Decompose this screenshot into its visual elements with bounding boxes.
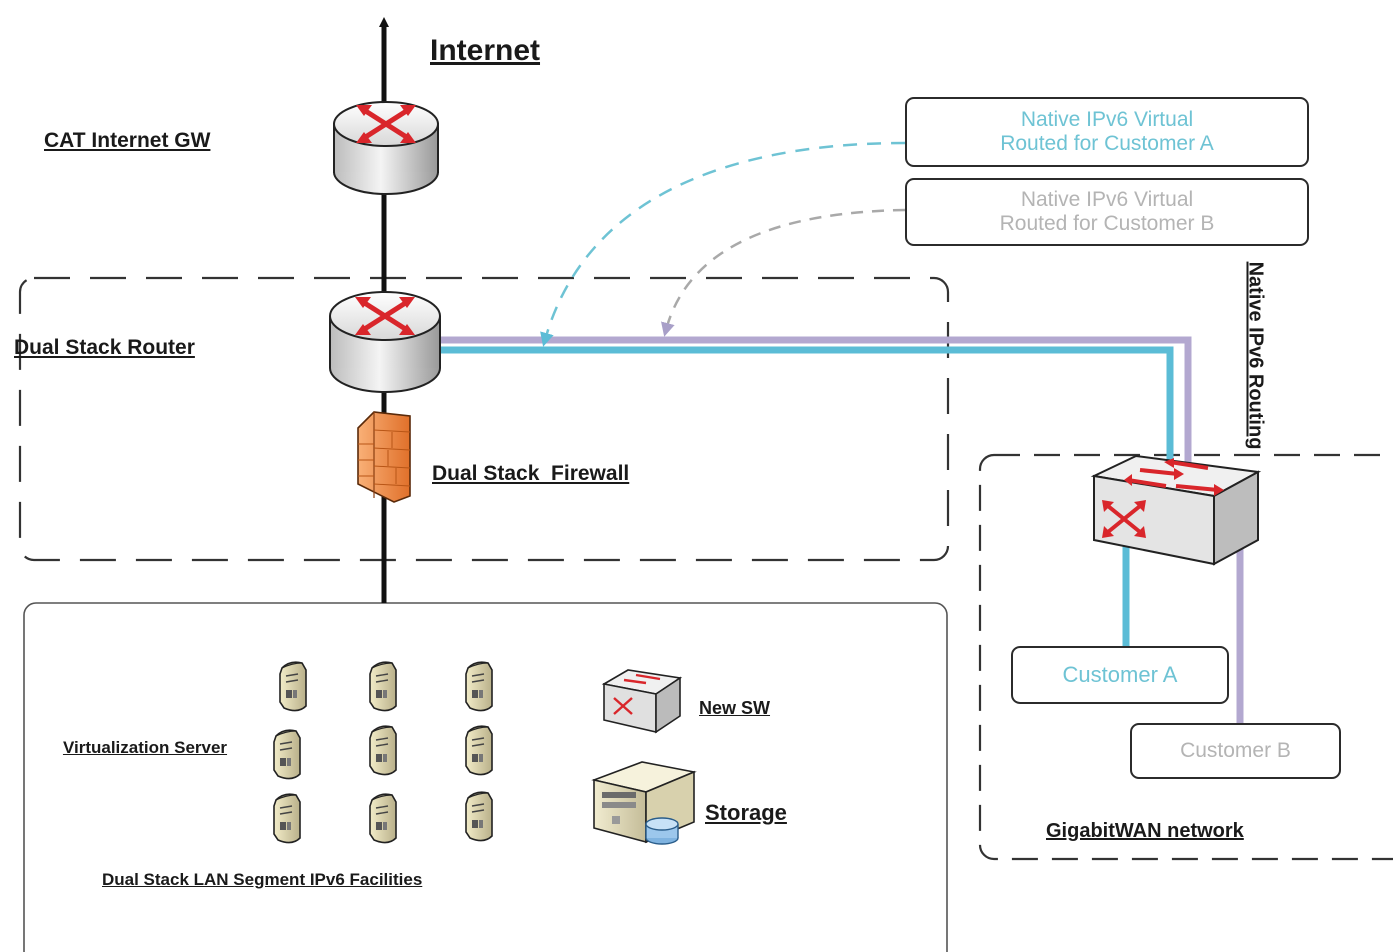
- gateway-router-icon: [333, 101, 439, 195]
- callout-b-line2: Routed for Customer B: [999, 212, 1215, 235]
- callout-a-line1: Native IPv6 Virtual: [1020, 108, 1194, 131]
- storage-label: Storage: [705, 800, 787, 825]
- server-icon: [465, 791, 493, 842]
- new-sw-label: New SW: [699, 698, 771, 718]
- server-icon: [369, 661, 397, 712]
- new-sw-icon: [601, 669, 683, 734]
- customer-b-box: Customer B: [1130, 723, 1341, 779]
- server-icon: [369, 725, 397, 776]
- callout-customer-a: Native IPv6 Virtual Routed for Customer …: [905, 97, 1309, 167]
- customer-b-path: [436, 336, 1192, 470]
- server-grid: [273, 661, 493, 844]
- server-icon: [369, 793, 397, 844]
- router-firewall-zone: [18, 276, 950, 562]
- firewall-icon: [357, 411, 411, 503]
- callout-customer-b: Native IPv6 Virtual Routed for Customer …: [905, 178, 1309, 246]
- server-icon: [273, 729, 301, 780]
- server-icon: [465, 661, 493, 712]
- router-label: Dual Stack Router: [14, 336, 195, 359]
- wan-switch-icon: [1090, 454, 1262, 566]
- callout-b-line1: Native IPv6 Virtual: [1020, 188, 1194, 211]
- server-icon: [279, 661, 307, 712]
- callout-b-arrow: [661, 208, 906, 337]
- server-icon: [465, 725, 493, 776]
- customer-a-path: [436, 346, 1174, 470]
- customer-a-box: Customer A: [1011, 646, 1229, 704]
- routing-vertical-label: Native IPv6 Routing: [1244, 261, 1267, 450]
- virtualization-label: Virtualization Server: [62, 738, 228, 757]
- internet-label: Internet: [430, 34, 541, 67]
- callout-a-arrow: [540, 141, 906, 347]
- gateway-label: CAT Internet GW: [44, 129, 211, 152]
- lan-segment-box: [23, 602, 948, 952]
- storage-icon: [591, 761, 697, 845]
- gigabitwan-zone: [978, 453, 1393, 861]
- lan-segment-label: Dual Stack LAN Segment IPv6 Facilities: [102, 870, 423, 889]
- server-icon: [273, 793, 301, 844]
- wan-network-label: GigabitWAN network: [1046, 820, 1244, 842]
- callout-a-line2: Routed for Customer A: [1000, 132, 1214, 155]
- dual-stack-router-icon: [329, 291, 441, 393]
- firewall-label: Dual Stack Firewall: [432, 462, 630, 485]
